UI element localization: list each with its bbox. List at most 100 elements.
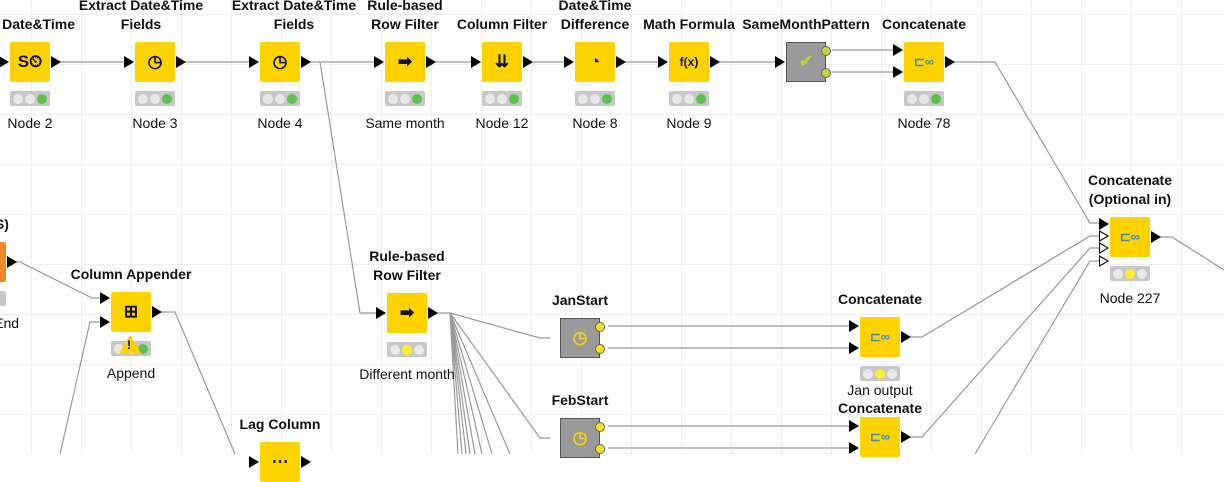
concatenate-icon[interactable]: ⊏∞	[1110, 217, 1150, 257]
output-port[interactable]	[523, 56, 533, 68]
output-port[interactable]	[1151, 231, 1161, 243]
input-port[interactable]	[1099, 230, 1109, 242]
node-label[interactable]: eStart/End	[0, 315, 20, 331]
node-jan[interactable]: JanStart◷	[552, 292, 608, 358]
status-traffic-light	[260, 91, 300, 106]
node-feb[interactable]: FebStart◷	[552, 392, 608, 458]
node-label[interactable]: Same month	[365, 115, 445, 131]
input-port[interactable]	[893, 44, 903, 56]
output-port[interactable]	[7, 256, 17, 268]
clock-icon[interactable]: ◷	[560, 318, 600, 358]
node-label[interactable]: Node 78	[897, 115, 951, 131]
node-label[interactable]: Jan output	[847, 382, 913, 398]
output-port[interactable]	[616, 56, 626, 68]
input-port[interactable]	[893, 66, 903, 78]
output-port[interactable]	[426, 56, 436, 68]
output-port[interactable]	[301, 456, 311, 468]
input-port[interactable]	[249, 56, 259, 68]
output-port[interactable]	[152, 306, 162, 318]
node-cjan[interactable]: Concatenate⊏∞Jan output	[838, 291, 922, 398]
input-port[interactable]	[374, 56, 384, 68]
input-port[interactable]	[471, 56, 481, 68]
status-light	[13, 93, 23, 104]
node-label[interactable]: Different month	[359, 366, 455, 382]
output-port[interactable]	[51, 56, 61, 68]
concatenate-icon[interactable]: ⊏∞	[860, 417, 900, 457]
row-filter-icon[interactable]: ➡	[385, 42, 425, 82]
output-port[interactable]	[428, 307, 438, 319]
output-port[interactable]	[301, 56, 311, 68]
input-port[interactable]	[775, 56, 785, 68]
node-cfeb[interactable]: Concatenate⊏∞	[838, 400, 922, 457]
input-port[interactable]	[564, 56, 574, 68]
column-appender-icon[interactable]: ⊞	[111, 292, 151, 332]
node-label[interactable]: Node 227	[1099, 290, 1161, 306]
column-filter-icon[interactable]: ⇊	[482, 42, 522, 82]
input-port[interactable]	[849, 342, 859, 354]
input-port[interactable]	[1099, 255, 1109, 267]
output-port[interactable]	[901, 431, 911, 443]
excel-reader-icon[interactable]	[0, 242, 6, 282]
output-port[interactable]	[945, 56, 955, 68]
output-port[interactable]	[595, 444, 605, 454]
clock-icon[interactable]: ◔	[575, 42, 615, 82]
input-port[interactable]	[658, 56, 668, 68]
node-n78[interactable]: Concatenate⊏∞Node 78	[882, 16, 966, 131]
status-light	[931, 93, 941, 104]
node-n227[interactable]: Concatenate(Optional in)⊏∞Node 227	[1088, 172, 1172, 306]
connection	[449, 312, 550, 439]
node-label[interactable]: Node 4	[257, 115, 303, 131]
input-port[interactable]	[376, 307, 386, 319]
clock-icon[interactable]: ◷	[560, 418, 600, 458]
node-label[interactable]: Node 12	[475, 115, 529, 131]
node-append[interactable]: Column Appender⊞!Append	[71, 266, 192, 381]
node-msame[interactable]: SameMonthPattern✔	[742, 16, 870, 82]
input-port[interactable]	[249, 456, 259, 468]
extract-datetime-icon[interactable]: ◷	[135, 42, 175, 82]
node-label[interactable]: Node 8	[572, 115, 618, 131]
input-port[interactable]	[849, 320, 859, 332]
concatenate-icon[interactable]: ⊏∞	[860, 317, 900, 357]
status-traffic-light: !	[111, 335, 151, 356]
input-port[interactable]	[1099, 242, 1109, 254]
lag-column-icon[interactable]: ⋯	[260, 442, 300, 482]
formula-icon[interactable]: f(x)	[669, 42, 709, 82]
output-port[interactable]	[595, 422, 605, 432]
input-port[interactable]	[0, 56, 9, 68]
extract-datetime-icon[interactable]: ◷	[260, 42, 300, 82]
node-label[interactable]: Node 9	[666, 115, 712, 131]
output-port[interactable]	[595, 344, 605, 354]
input-port[interactable]	[849, 442, 859, 454]
string-to-datetime-icon[interactable]: S⏲	[10, 42, 50, 82]
output-port[interactable]	[176, 56, 186, 68]
node-n12[interactable]: Column Filter⇊Node 12	[457, 16, 547, 131]
node-lag[interactable]: Lag Column⋯	[240, 416, 320, 482]
output-port[interactable]	[821, 46, 831, 56]
input-port[interactable]	[849, 420, 859, 432]
checkmark-icon[interactable]: ✔	[786, 42, 826, 82]
concatenate-icon[interactable]: ⊏∞	[904, 42, 944, 82]
node-xls[interactable]: r (XLS)eStart/End	[0, 216, 19, 331]
node-label[interactable]: Node 2	[7, 115, 53, 131]
input-port[interactable]	[100, 292, 110, 304]
input-port[interactable]	[100, 316, 110, 328]
output-port[interactable]	[901, 331, 911, 343]
node-label[interactable]: Append	[106, 365, 156, 381]
output-port[interactable]	[710, 56, 720, 68]
input-port[interactable]	[1099, 218, 1109, 230]
connection	[59, 321, 101, 454]
output-port[interactable]	[821, 68, 831, 78]
output-port[interactable]	[595, 322, 605, 332]
node-label[interactable]: Node 3	[132, 115, 178, 131]
input-port[interactable]	[124, 56, 134, 68]
row-filter-icon[interactable]: ➡	[387, 293, 427, 333]
